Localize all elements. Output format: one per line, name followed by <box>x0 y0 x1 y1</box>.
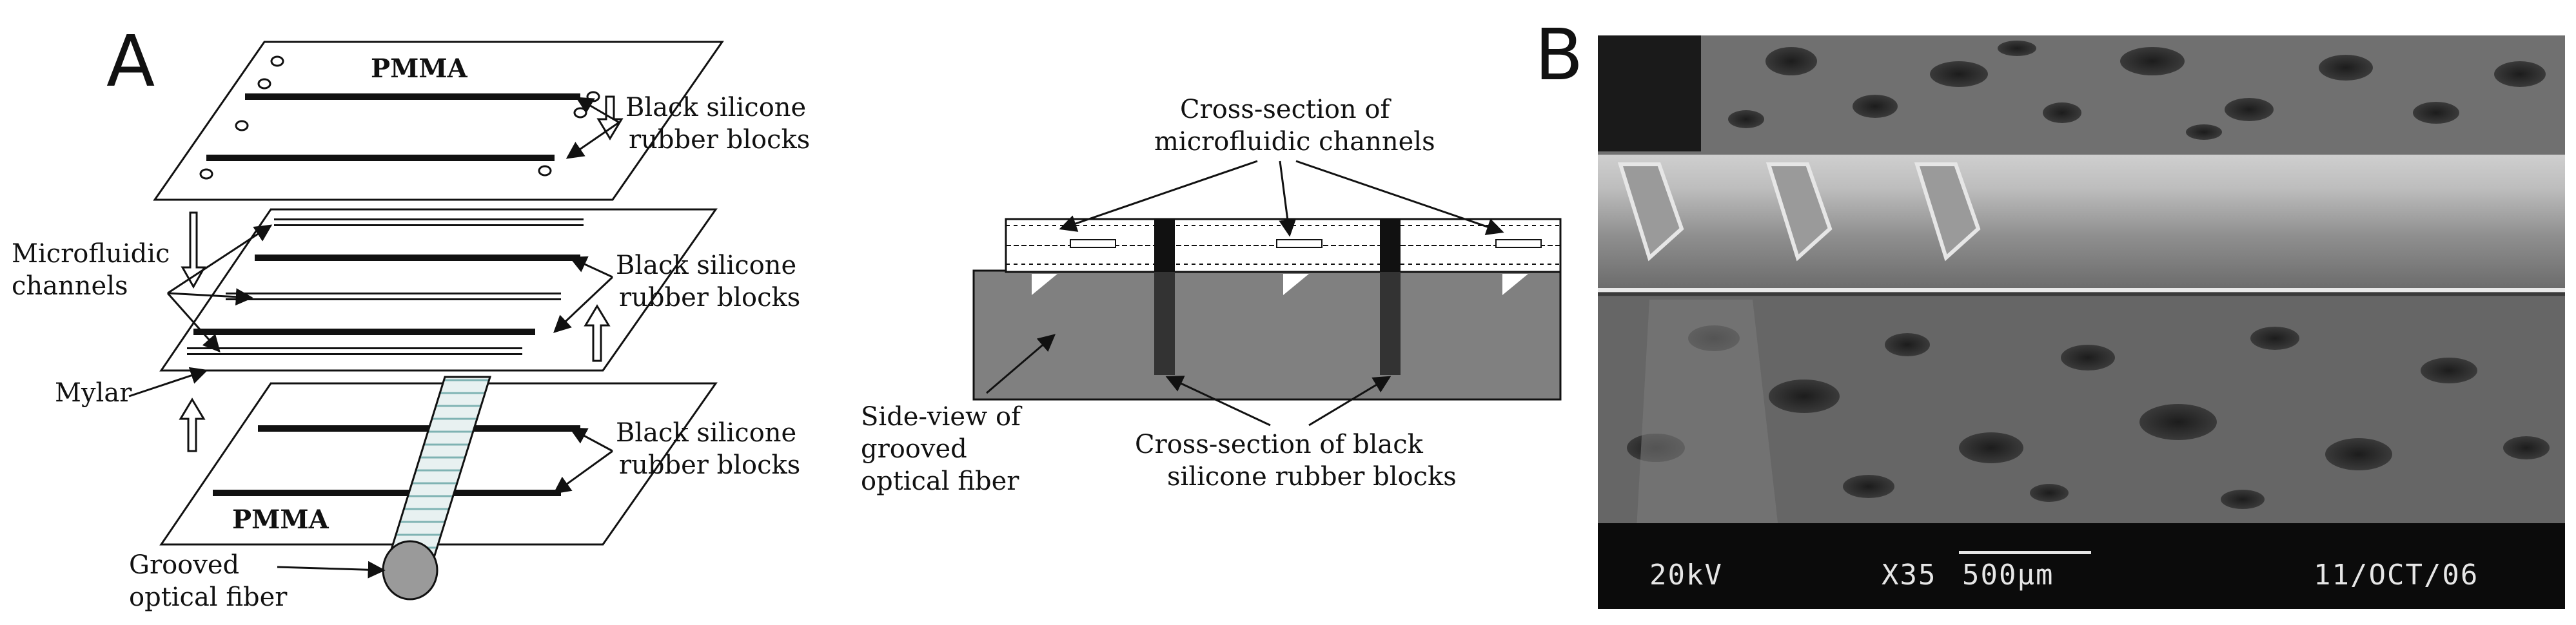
sem-date: 11/OCT/06 <box>2314 559 2479 591</box>
black-blocks-bot-label-1: Black silicone <box>616 418 797 448</box>
grooved-fiber-label-2: optical fiber <box>129 582 288 612</box>
exploded-view-diagram <box>128 41 1562 601</box>
pmma-top-label: PMMA <box>371 53 467 84</box>
side-view-label-3: optical fiber <box>861 466 1019 496</box>
black-blocks-bot-label-2: rubber blocks <box>619 450 801 480</box>
sem-magnification: X35 <box>1882 559 1937 591</box>
channels-xsec-label-1: Cross-section of <box>1180 95 1390 124</box>
sem-scale-label: 500μm <box>1962 559 2054 591</box>
sem-scale-bar <box>1959 551 2091 554</box>
black-blocks-top-label-2: rubber blocks <box>629 125 811 155</box>
black-blocks-mid-label-1: Black silicone <box>616 251 797 280</box>
fiber-end <box>382 540 438 601</box>
cross-section-diagram <box>972 160 1562 427</box>
panel-b-letter: B <box>1535 14 1584 96</box>
side-view-label-2: grooved <box>861 434 967 464</box>
sem-micrograph: 20kV X35 500μm 11/OCT/06 <box>1598 35 2565 609</box>
black-blocks-mid-label-2: rubber blocks <box>619 283 801 312</box>
blocks-xsec-label-1: Cross-section of black <box>1135 430 1423 459</box>
microfluidic-label-2: channels <box>12 271 128 301</box>
channels-xsec-label-2: microfluidic channels <box>1154 127 1435 157</box>
sem-image <box>1598 35 2565 528</box>
sem-voltage: 20kV <box>1649 559 1723 591</box>
grooved-fiber-label-1: Grooved <box>129 550 240 580</box>
blocks-xsec-label-2: silicone rubber blocks <box>1167 462 1457 492</box>
microfluidic-label-1: Microfluidic <box>12 239 170 269</box>
sem-info-bar <box>1598 523 2565 609</box>
mylar-label: Mylar <box>55 378 132 408</box>
side-view-label-1: Side-view of <box>861 402 1021 432</box>
panel-a-letter: A <box>106 20 155 102</box>
black-blocks-top-label-1: Black silicone <box>625 93 807 122</box>
pmma-bottom-label: PMMA <box>232 505 329 535</box>
